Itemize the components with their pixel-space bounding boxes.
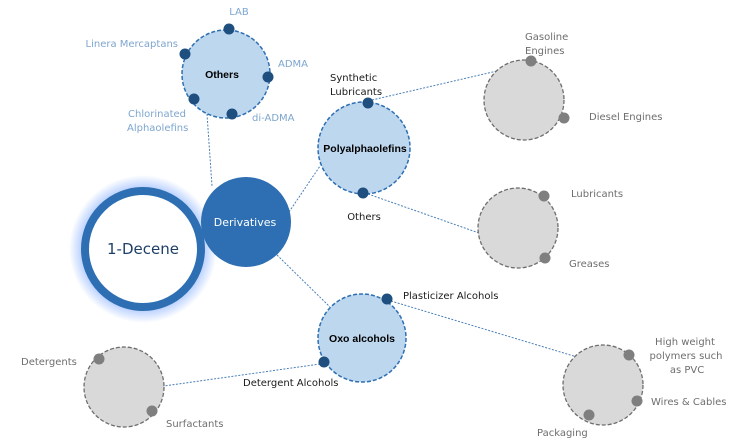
application-label-surfactants: Surfactants — [166, 419, 223, 430]
node-dot — [558, 112, 570, 124]
node-dot — [539, 252, 551, 264]
root-node[interactable]: 1-Decene — [69, 175, 217, 323]
node-dot — [93, 353, 105, 365]
application-label-greases: Greases — [569, 259, 610, 270]
application-polymers[interactable]: High weight polymers such as PVC Wires &… — [537, 337, 726, 439]
connector-derivatives-oxo — [276, 254, 331, 308]
root-label: 1-Decene — [107, 240, 179, 258]
product-label-detergent-alcohols: Detergent Alcohols — [243, 378, 338, 389]
node-dot — [525, 55, 537, 67]
application-lubes[interactable]: Lubricants Greases — [477, 187, 623, 270]
application-label-engines: Engines — [525, 46, 564, 57]
node-dot — [362, 97, 374, 109]
product-label-linera-mercaptans: Linera Mercaptans — [86, 39, 179, 50]
application-label-high-weight: High weight — [655, 337, 715, 348]
application-label-diesel-engines: Diesel Engines — [589, 112, 662, 123]
connector-oxo-polymers — [390, 300, 578, 358]
product-label-chlorinated: Chlorinated — [128, 109, 186, 120]
application-detergents[interactable]: Detergents Surfactants — [21, 346, 223, 430]
application-label-wires-cables: Wires & Cables — [651, 397, 726, 408]
others-hub-label: Others — [205, 69, 239, 81]
node-dot — [318, 356, 330, 368]
others-hub[interactable]: Others LAB Linera Mercaptans ADMA Chlori… — [86, 7, 309, 134]
pao-hub[interactable]: Polyalphaolefins Synthetic Lubricants Ot… — [317, 73, 411, 223]
node-dot — [583, 409, 595, 421]
connector-pao-lubes — [367, 193, 480, 234]
derivatives-circle — [201, 177, 291, 267]
node-dot — [357, 187, 369, 199]
node-dot — [538, 190, 550, 202]
connector-derivatives-pao — [288, 165, 321, 213]
application-circle — [83, 346, 165, 428]
application-label-gasoline: Gasoline — [525, 32, 568, 43]
node-dot — [623, 349, 635, 361]
product-label-others: Others — [347, 212, 381, 223]
node-dot — [631, 395, 643, 407]
application-label-detergents: Detergents — [21, 357, 77, 368]
derivatives-label: Derivatives — [214, 216, 277, 229]
product-label-di-adma: di-ADMA — [252, 113, 295, 124]
application-label-packaging: Packaging — [537, 428, 588, 439]
product-label-lab: LAB — [229, 7, 249, 18]
product-label-lubricants: Lubricants — [330, 87, 382, 98]
application-label-lubricants: Lubricants — [571, 189, 623, 200]
connector-pao-engines — [371, 70, 498, 101]
root-ring — [81, 187, 205, 311]
node-dot — [223, 23, 235, 35]
connector-others-derivatives — [206, 113, 213, 187]
node-dot — [179, 48, 191, 60]
derivatives-node[interactable]: Derivatives — [201, 177, 291, 267]
product-label-synthetic: Synthetic — [330, 73, 377, 84]
product-label-plasticizer-alcohols: Plasticizer Alcohols — [403, 291, 499, 302]
oxo-hub-label: Oxo alcohols — [329, 333, 395, 345]
node-dot — [226, 108, 238, 120]
product-label-alphaolefins: Alphaolefins — [127, 123, 188, 134]
oxo-hub-circle — [317, 293, 407, 383]
connectors — [163, 70, 578, 387]
oxo-hub[interactable]: Oxo alcohols Plasticizer Alcohols Deterg… — [243, 291, 499, 389]
application-engines[interactable]: Gasoline Engines Diesel Engines — [483, 32, 662, 141]
application-circle — [483, 59, 565, 141]
node-dot — [381, 293, 393, 305]
pao-hub-label: Polyalphaolefins — [323, 143, 407, 155]
connector-oxo-detergents — [163, 363, 321, 387]
application-label-polymers-such: polymers such — [650, 351, 723, 362]
node-dot — [188, 93, 200, 105]
node-dot — [262, 71, 274, 83]
application-circle — [562, 344, 644, 426]
application-label-as-pvc: as PVC — [670, 365, 704, 376]
product-label-adma: ADMA — [278, 59, 308, 70]
application-circle — [477, 187, 559, 269]
node-dot — [146, 405, 158, 417]
